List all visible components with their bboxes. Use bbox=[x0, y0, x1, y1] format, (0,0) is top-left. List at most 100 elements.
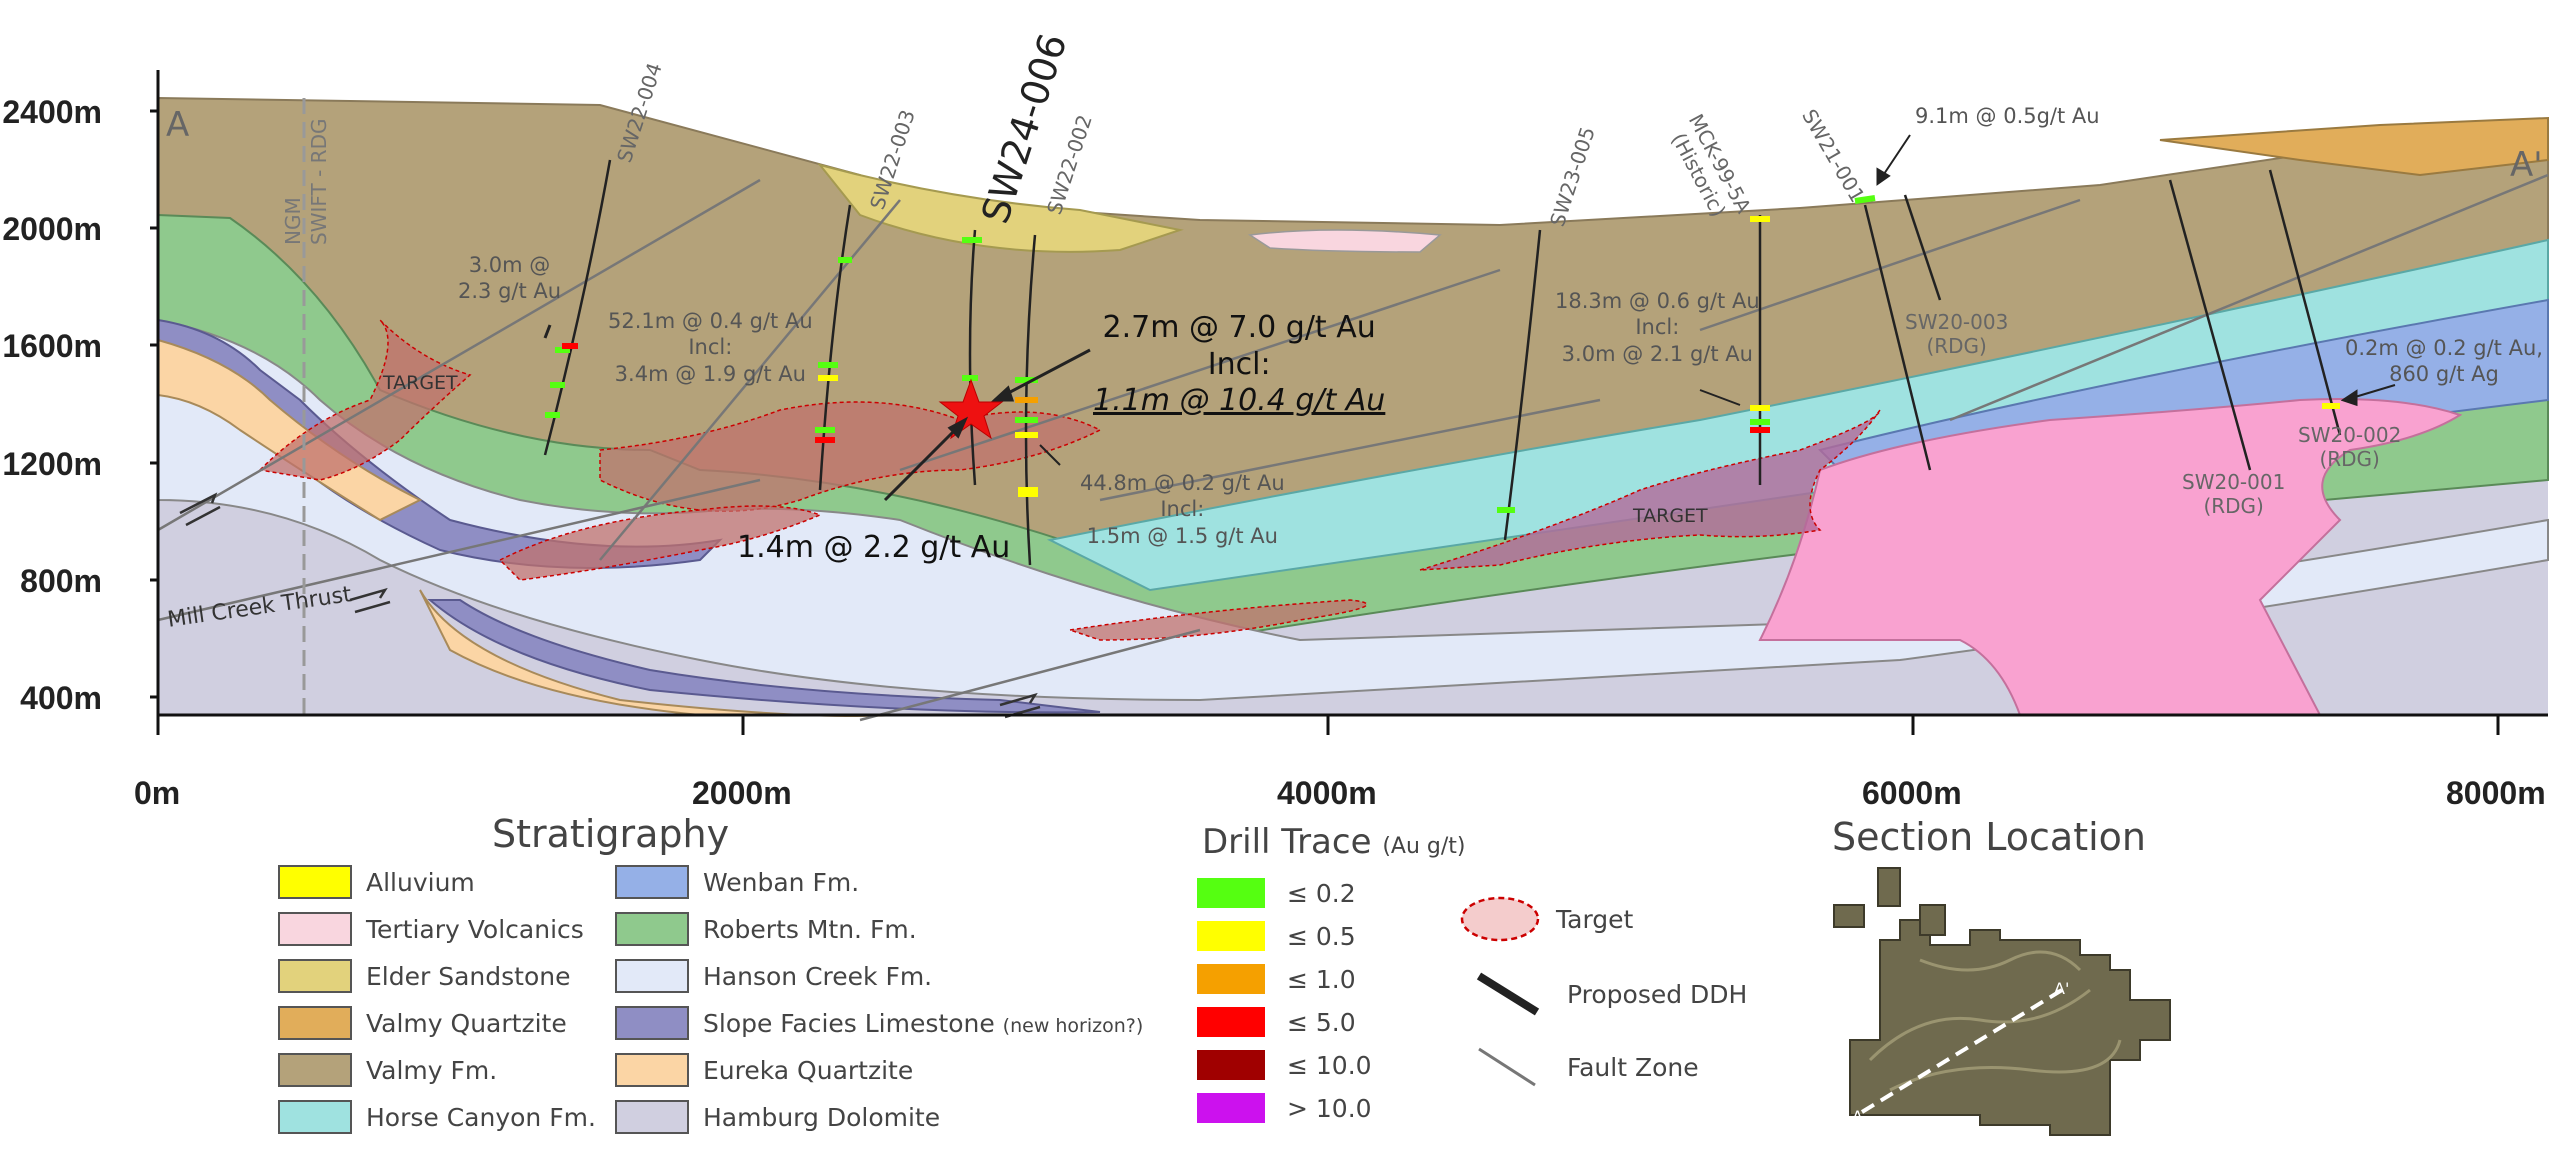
y-tick-1200: 1200m bbox=[2, 446, 102, 482]
assay-sw21-001: 9.1m @ 0.5g/t Au bbox=[1915, 104, 2100, 128]
legend-label: Elder Sandstone bbox=[366, 961, 571, 991]
assay-sw22-003: 52.1m @ 0.4 g/t Au Incl: 3.4m @ 1.9 g/t … bbox=[608, 309, 813, 386]
y-tick-800: 800m bbox=[20, 563, 102, 599]
section-location-map: A A' bbox=[1833, 867, 2171, 1136]
legend-label: Alluvium bbox=[366, 867, 475, 897]
grade-swatch bbox=[1197, 1007, 1265, 1037]
legend-label: Hanson Creek Fm. bbox=[703, 961, 933, 991]
corner-label-a: A bbox=[166, 105, 190, 145]
grade-ticks bbox=[545, 195, 2340, 513]
legend-label: Hamburg Dolomite bbox=[703, 1102, 941, 1132]
x-tick-0: 0m bbox=[134, 775, 181, 811]
target-label-right: TARGET bbox=[1633, 505, 1708, 527]
assay-sw22-004: 3.0m @ 2.3 g/t Au bbox=[458, 253, 562, 304]
y-tick-2400: 2400m bbox=[2, 94, 102, 130]
legend-label: Valmy Quartzite bbox=[366, 1008, 567, 1038]
assay-sw20-002: 0.2m @ 0.2 g/t Au, 860 g/t Ag bbox=[2345, 336, 2543, 387]
assay-mck-99-5a: 18.3m @ 0.6 g/t Au Incl: 3.0m @ 2.1 g/t … bbox=[1555, 289, 1760, 366]
drill-trace-unit: (Au g/t) bbox=[1382, 834, 1466, 859]
legend-label: Wenban Fm. bbox=[703, 867, 860, 897]
swatch-valmy-quartzite bbox=[278, 1006, 352, 1040]
claim-block bbox=[1849, 919, 2171, 1136]
star-marker bbox=[938, 378, 1004, 440]
grade-label: ≤ 5.0 bbox=[1287, 1007, 1356, 1037]
swatch-roberts-mtn bbox=[615, 912, 689, 946]
grade-label: ≤ 0.5 bbox=[1287, 921, 1356, 951]
legend-roberts-mtn: Roberts Mtn. Fm. bbox=[615, 910, 917, 948]
claim-outlier-2 bbox=[1833, 904, 1865, 928]
legend-label: Proposed DDH bbox=[1567, 979, 1748, 1009]
y-tick-2000: 2000m bbox=[2, 211, 102, 247]
drill-trace-title: Drill Trace (Au g/t) bbox=[1202, 822, 1465, 862]
legend-hanson-creek: Hanson Creek Fm. bbox=[615, 957, 932, 995]
hole-label-sw20-002: SW20-002 (RDG) bbox=[2298, 423, 2402, 471]
legend-grade-0: ≤ 0.2 bbox=[1197, 874, 1356, 912]
x-tick-2000: 2000m bbox=[692, 775, 792, 811]
swatch-valmy-fm bbox=[278, 1053, 352, 1087]
legend-label: Horse Canyon Fm. bbox=[366, 1102, 596, 1132]
fault-lines bbox=[157, 173, 2549, 722]
legend-grade-4: ≤ 10.0 bbox=[1197, 1046, 1372, 1084]
target-label-left: TARGET bbox=[383, 372, 458, 394]
target-zone-center bbox=[599, 401, 1102, 512]
grade-swatch bbox=[1197, 964, 1265, 994]
swatch-hamburg-dolomite bbox=[615, 1100, 689, 1134]
legend-label-text: Slope Facies Limestone bbox=[703, 1008, 995, 1038]
legend-eureka-quartzite: Eureka Quartzite bbox=[615, 1051, 913, 1089]
legend-grade-1: ≤ 0.5 bbox=[1197, 917, 1356, 955]
legend-valmy-fm: Valmy Fm. bbox=[278, 1051, 497, 1089]
legend-hamburg-dolomite: Hamburg Dolomite bbox=[615, 1098, 940, 1136]
section-line bbox=[1860, 988, 2064, 1114]
drill-trace-title-text: Drill Trace bbox=[1202, 822, 1372, 862]
grade-swatch bbox=[1197, 921, 1265, 951]
legend-label: Valmy Fm. bbox=[366, 1055, 498, 1085]
legend-target: Target bbox=[1458, 896, 1633, 942]
tertiary-volcanics-top bbox=[1247, 229, 1442, 253]
legend-alluvium: Alluvium bbox=[278, 863, 475, 901]
legend-label: Slope Facies Limestone (new horizon?) bbox=[703, 1009, 1143, 1038]
swatch-eureka-quartzite bbox=[615, 1053, 689, 1087]
hole-label-sw20-001: SW20-001 (RDG) bbox=[2182, 470, 2286, 518]
x-tick-6000: 6000m bbox=[1862, 775, 1962, 811]
elder-sandstone bbox=[817, 163, 1184, 253]
legend-grade-5: > 10.0 bbox=[1197, 1089, 1372, 1127]
hole-label-sw20-003: SW20-003 (RDG) bbox=[1905, 310, 2009, 358]
highlight-upper: 2.7m @ 7.0 g/t Au Incl: 1.1m @ 10.4 g/t … bbox=[1093, 310, 1385, 420]
swatch-elder-sandstone bbox=[278, 959, 352, 993]
swatch-tertiary-volcanics bbox=[278, 912, 352, 946]
legend-grade-3: ≤ 5.0 bbox=[1197, 1003, 1356, 1041]
drill-traces bbox=[543, 159, 2342, 566]
y-tick-1600: 1600m bbox=[2, 328, 102, 364]
claim-texture bbox=[1868, 950, 2122, 1092]
section-location-title: Section Location bbox=[1832, 815, 2146, 859]
legend-label: Fault Zone bbox=[1567, 1052, 1699, 1082]
grade-swatch bbox=[1197, 1093, 1265, 1123]
grade-label: ≤ 1.0 bbox=[1287, 964, 1356, 994]
eureka-quartzite bbox=[157, 338, 423, 522]
cross-section bbox=[150, 70, 2549, 735]
swatch-hanson-creek bbox=[615, 959, 689, 993]
swatch-slope-facies bbox=[615, 1006, 689, 1040]
legend-valmy-quartzite: Valmy Quartzite bbox=[278, 1004, 567, 1042]
slope-facies-lower bbox=[427, 599, 1101, 714]
boundary-label: NGM SWIFT - RDG bbox=[281, 118, 331, 245]
x-tick-8000: 8000m bbox=[2446, 775, 2546, 811]
target-symbol bbox=[1460, 896, 1540, 942]
highlight-lower: 1.4m @ 2.2 g/t Au bbox=[737, 530, 1011, 565]
axes bbox=[150, 70, 2548, 735]
swatch-horse-canyon bbox=[278, 1100, 352, 1134]
highlight-upper-line1: 2.7m @ 7.0 g/t Au bbox=[1102, 310, 1376, 345]
legend-grade-2: ≤ 1.0 bbox=[1197, 960, 1356, 998]
claim-outlier-1 bbox=[1877, 867, 1901, 907]
grade-label: > 10.0 bbox=[1287, 1093, 1372, 1123]
legend-label-note: (new horizon?) bbox=[1002, 1014, 1144, 1037]
corner-label-a-prime: A' bbox=[2510, 145, 2543, 185]
legend-label: Tertiary Volcanics bbox=[366, 914, 584, 944]
proposed-ddh-symbol bbox=[1476, 972, 1540, 1016]
grade-label: ≤ 10.0 bbox=[1287, 1050, 1372, 1080]
x-tick-4000: 4000m bbox=[1277, 775, 1377, 811]
target-zone-mid bbox=[498, 505, 823, 581]
fault-zone-symbol bbox=[1478, 1047, 1536, 1087]
legend-label: Eureka Quartzite bbox=[703, 1055, 914, 1085]
grade-swatch bbox=[1197, 878, 1265, 908]
